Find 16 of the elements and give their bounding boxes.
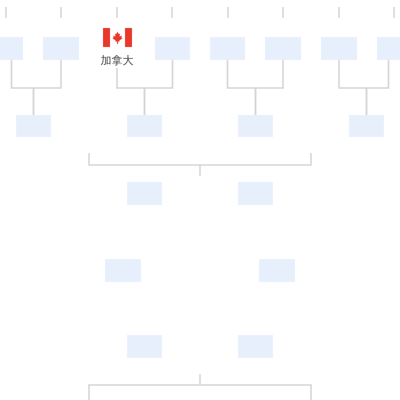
- team-slot: [321, 37, 357, 60]
- bracket-connector: [254, 60, 284, 115]
- team-slot: [16, 115, 51, 137]
- team-slot: [127, 115, 162, 137]
- team-slot: [349, 115, 384, 137]
- bracket-connector: [32, 60, 62, 115]
- team-slot: [265, 37, 301, 60]
- team-slot: [0, 37, 23, 60]
- team-slot: [43, 37, 79, 60]
- bracket-connector: [366, 60, 390, 115]
- team-name: 加拿大: [100, 53, 134, 68]
- team-slot: [155, 37, 190, 60]
- team-slot: [377, 37, 400, 60]
- team-slot: [238, 115, 273, 137]
- bracket-connector: [144, 60, 174, 115]
- team-slot: [210, 37, 245, 60]
